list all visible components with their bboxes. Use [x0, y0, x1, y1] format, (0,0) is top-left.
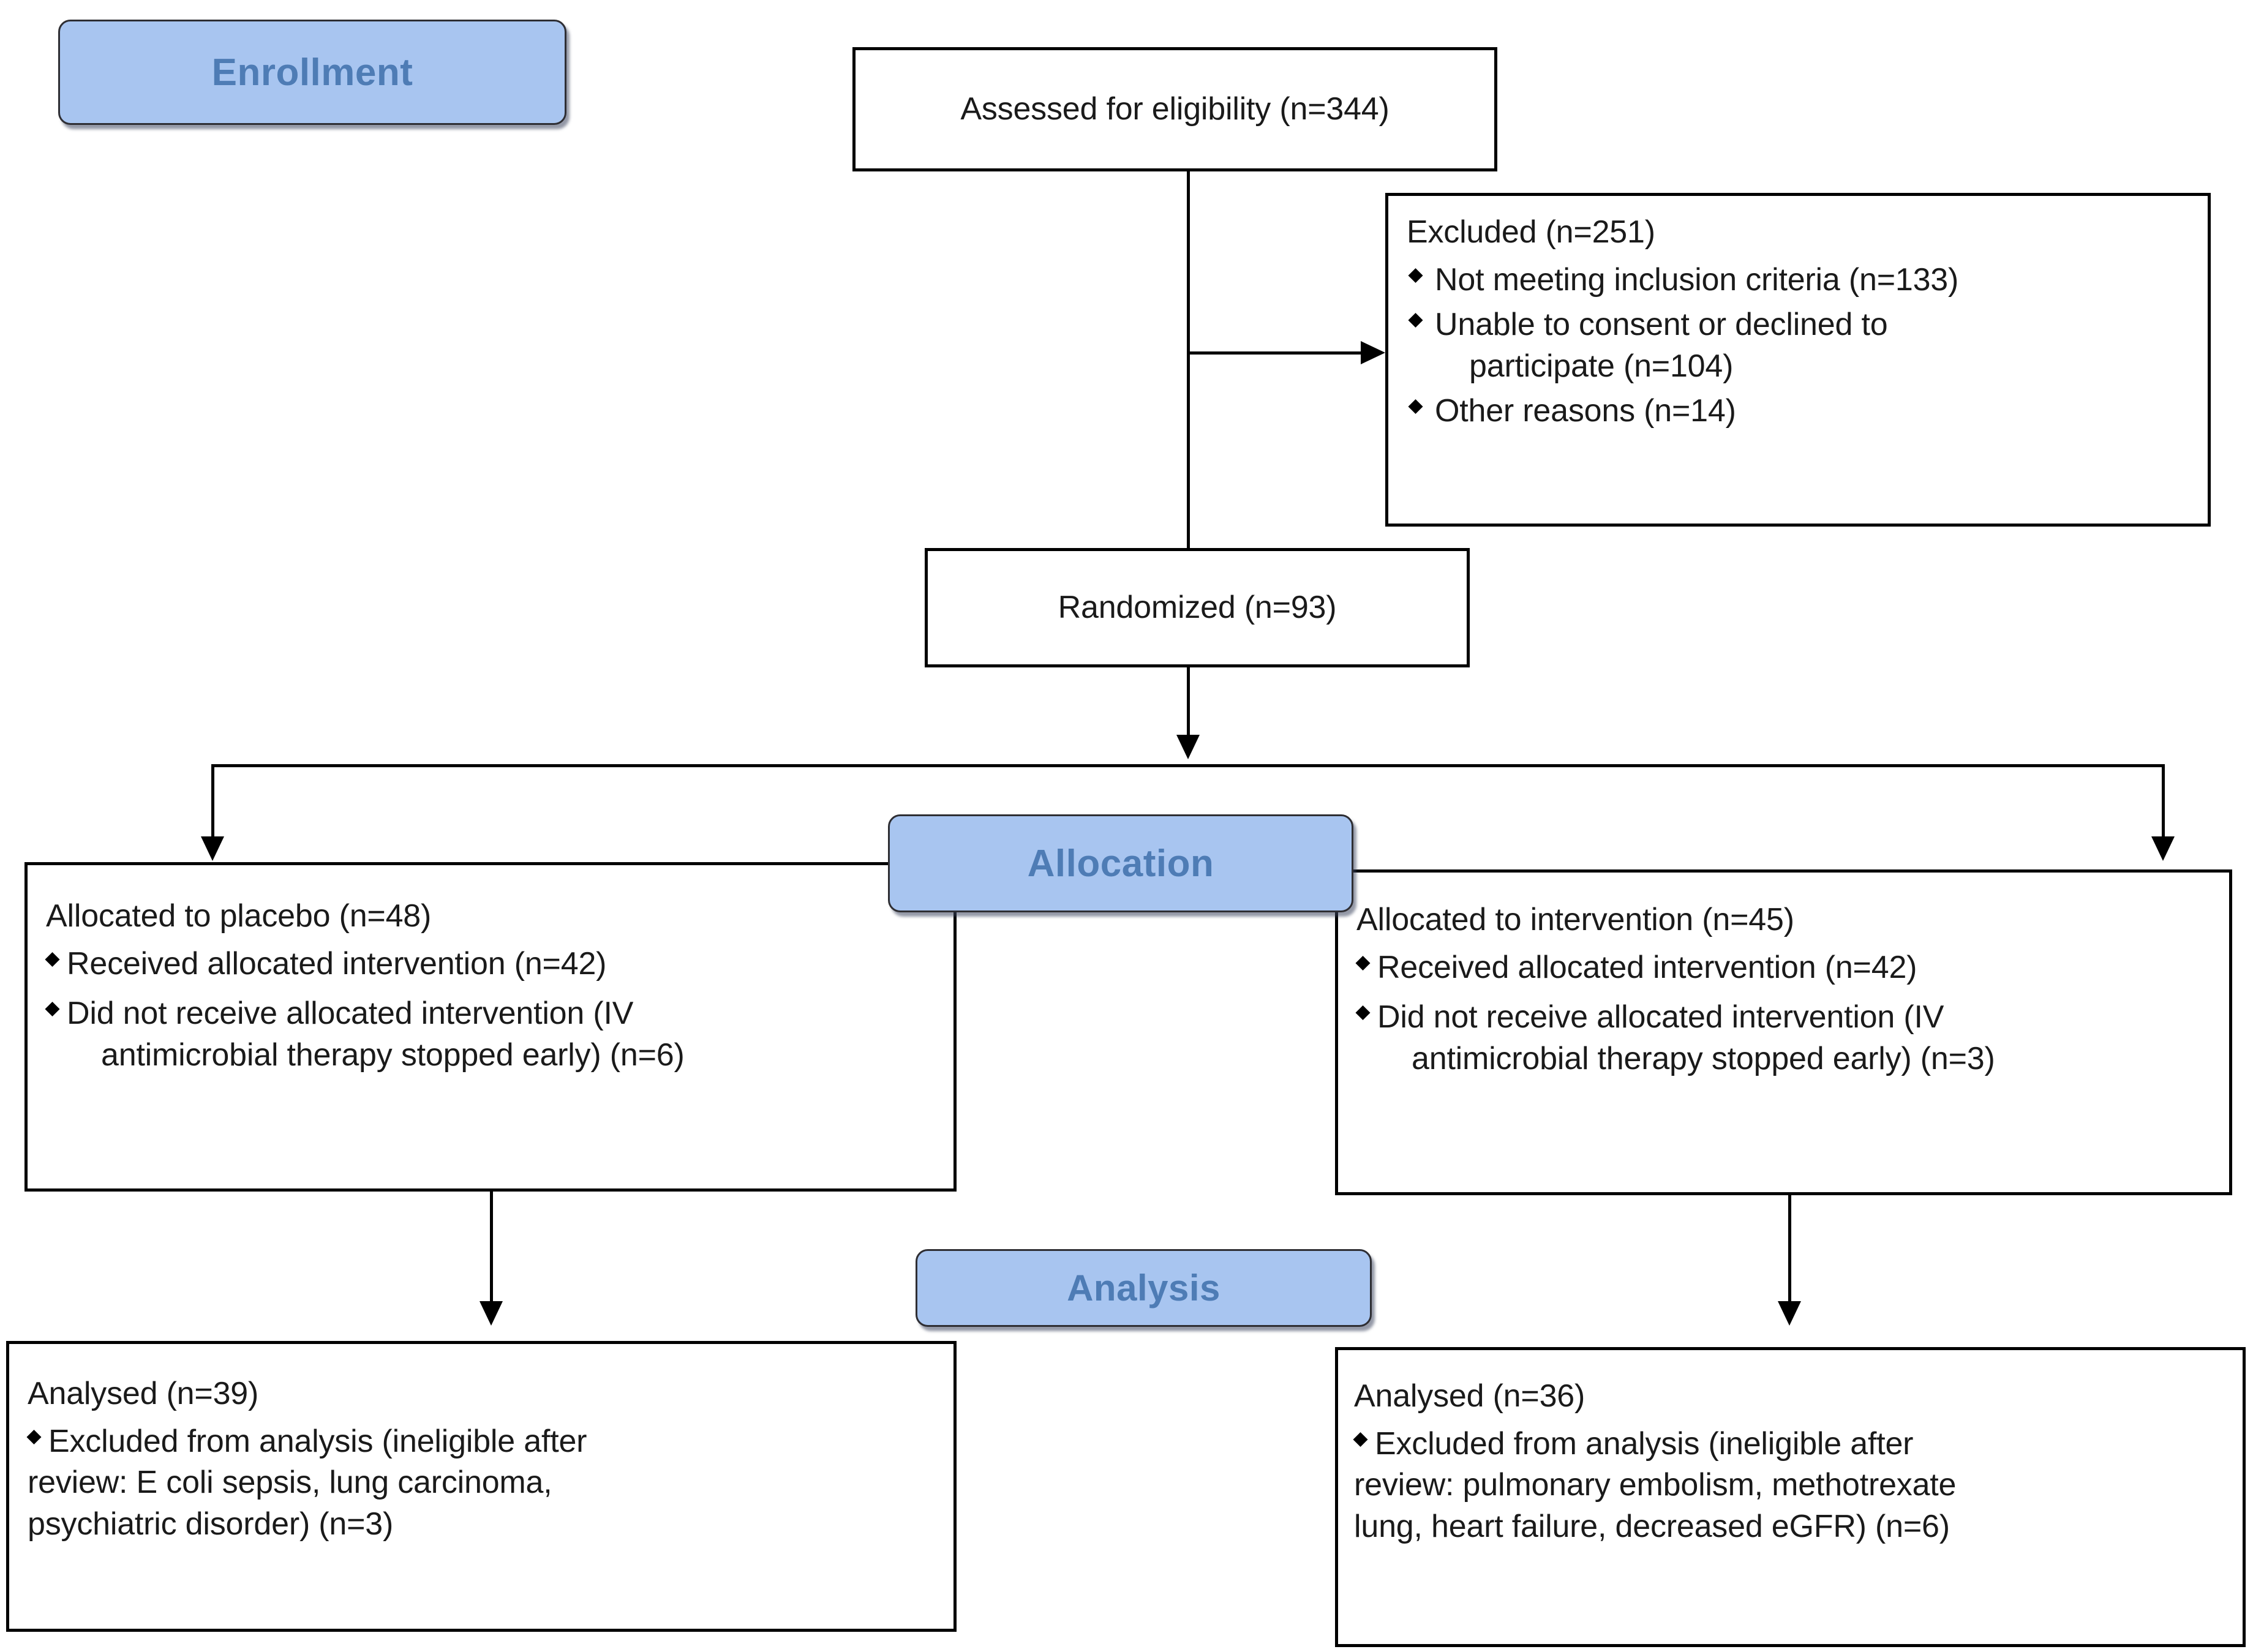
list-item: Did not receive allocated intervention (… — [45, 993, 935, 1076]
list-item: Did not receive allocated intervention (… — [1355, 997, 2211, 1079]
diamond-bullet-icon — [1408, 313, 1423, 328]
node-assessed-for-eligibility: Assessed for eligibility (n=344) — [852, 47, 1497, 171]
excluded-reason-2-line1: Unable to consent or declined to — [1435, 307, 1888, 343]
node-analysed-intervention: Analysed (n=36) Excluded from analysis (… — [1335, 1347, 2246, 1647]
analysed-intervention-item-1-line2: review: pulmonary embolism, methotrexate — [1354, 1467, 1957, 1503]
connector-placebo-to-analysed — [490, 1192, 493, 1311]
stage-badge-analysis-label: Analysis — [1067, 1267, 1221, 1308]
stage-badge-allocation: Allocation — [888, 814, 1353, 912]
arrowhead-to-analysed-placebo — [480, 1301, 503, 1326]
connector-eligibility-to-excluded — [1187, 351, 1364, 355]
excluded-reason-list: Not meeting inclusion criteria (n=133) U… — [1407, 260, 2189, 432]
list-item: Excluded from analysis (ineligible after… — [1353, 1424, 2227, 1548]
allocated-placebo-item-1-line1: Received allocated intervention (n=42) — [67, 945, 607, 982]
allocated-placebo-item-list: Received allocated intervention (n=42) D… — [45, 944, 935, 1076]
arrowhead-to-allocated-intervention — [2151, 836, 2175, 861]
arrowhead-randomized-to-split — [1176, 735, 1200, 759]
diamond-bullet-icon — [1353, 1432, 1368, 1447]
node-analysed-intervention-header: Analysed (n=36) — [1354, 1378, 1585, 1414]
diamond-bullet-icon — [26, 1429, 42, 1444]
analysed-placebo-item-1-line3: psychiatric disorder) (n=3) — [28, 1506, 394, 1542]
stage-badge-enrollment: Enrollment — [58, 20, 566, 125]
arrowhead-to-excluded — [1361, 341, 1385, 364]
diamond-bullet-icon — [1355, 955, 1371, 971]
analysed-intervention-item-1-line3: lung, heart failure, decreased eGFR) (n=… — [1354, 1508, 1950, 1544]
node-assessed-for-eligibility-text: Assessed for eligibility (n=344) — [960, 91, 1390, 127]
list-item: Not meeting inclusion criteria (n=133) — [1407, 260, 2189, 301]
allocated-intervention-item-2-line1: Did not receive allocated intervention (… — [1377, 999, 1944, 1035]
analysed-placebo-item-1-line1: Excluded from analysis (ineligible after — [48, 1423, 587, 1459]
excluded-reason-2-line2: participate (n=104) — [1469, 348, 1734, 384]
diamond-bullet-icon — [45, 1002, 60, 1017]
allocated-intervention-item-1-line1: Received allocated intervention (n=42) — [1377, 949, 1917, 985]
analysed-placebo-item-1-line2: review: E coli sepsis, lung carcinoma, — [28, 1465, 552, 1501]
diamond-bullet-icon — [1355, 1005, 1371, 1021]
diamond-bullet-icon — [1408, 268, 1423, 283]
node-allocated-intervention-header: Allocated to intervention (n=45) — [1356, 902, 1794, 937]
arrowhead-to-analysed-intervention — [1778, 1301, 1801, 1326]
stage-badge-enrollment-label: Enrollment — [211, 51, 413, 94]
node-excluded-header: Excluded (n=251) — [1407, 214, 1655, 250]
node-allocated-placebo-header: Allocated to placebo (n=48) — [46, 898, 432, 934]
arrowhead-to-allocated-placebo — [201, 836, 224, 861]
diamond-bullet-icon — [1408, 399, 1423, 415]
stage-badge-analysis: Analysis — [916, 1249, 1372, 1327]
connector-split-to-placebo — [211, 764, 214, 850]
node-analysed-placebo-header: Analysed (n=39) — [28, 1376, 259, 1411]
list-item: Received allocated intervention (n=42) — [45, 944, 935, 985]
node-allocated-placebo: Allocated to placebo (n=48) Received all… — [24, 862, 957, 1192]
connector-intervention-to-analysed — [1788, 1195, 1791, 1312]
list-item: Other reasons (n=14) — [1407, 391, 2189, 432]
node-randomized-text: Randomized (n=93) — [1058, 589, 1337, 625]
allocated-placebo-item-2-line1: Did not receive allocated intervention (… — [67, 996, 634, 1032]
list-item: Received allocated intervention (n=42) — [1355, 947, 2211, 989]
allocated-intervention-item-list: Received allocated intervention (n=42) D… — [1355, 947, 2211, 1080]
connector-randomized-down — [1187, 667, 1190, 748]
excluded-reason-1-line1: Not meeting inclusion criteria (n=133) — [1435, 261, 1959, 298]
list-item: Excluded from analysis (ineligible after… — [26, 1421, 935, 1545]
stage-badge-allocation-label: Allocation — [1027, 842, 1214, 885]
list-item: Unable to consent or declined to partici… — [1407, 304, 2189, 387]
connector-split-to-intervention — [2162, 764, 2165, 850]
analysed-placebo-item-list: Excluded from analysis (ineligible after… — [26, 1421, 935, 1545]
analysed-intervention-item-1-line1: Excluded from analysis (ineligible after — [1375, 1425, 1914, 1462]
allocated-placebo-item-2-line2: antimicrobial therapy stopped early) (n=… — [101, 1037, 685, 1073]
excluded-reason-3-line1: Other reasons (n=14) — [1435, 393, 1736, 429]
node-allocated-intervention: Allocated to intervention (n=45) Receive… — [1335, 869, 2232, 1195]
connector-allocation-split-bar — [211, 764, 2165, 767]
diamond-bullet-icon — [45, 952, 60, 967]
node-randomized: Randomized (n=93) — [925, 548, 1470, 667]
analysed-intervention-item-list: Excluded from analysis (ineligible after… — [1353, 1424, 2227, 1548]
node-analysed-placebo: Analysed (n=39) Excluded from analysis (… — [6, 1341, 957, 1632]
node-excluded: Excluded (n=251) Not meeting inclusion c… — [1385, 193, 2211, 527]
connector-eligibility-to-randomized — [1187, 171, 1190, 548]
allocated-intervention-item-2-line2: antimicrobial therapy stopped early) (n=… — [1412, 1040, 1995, 1076]
